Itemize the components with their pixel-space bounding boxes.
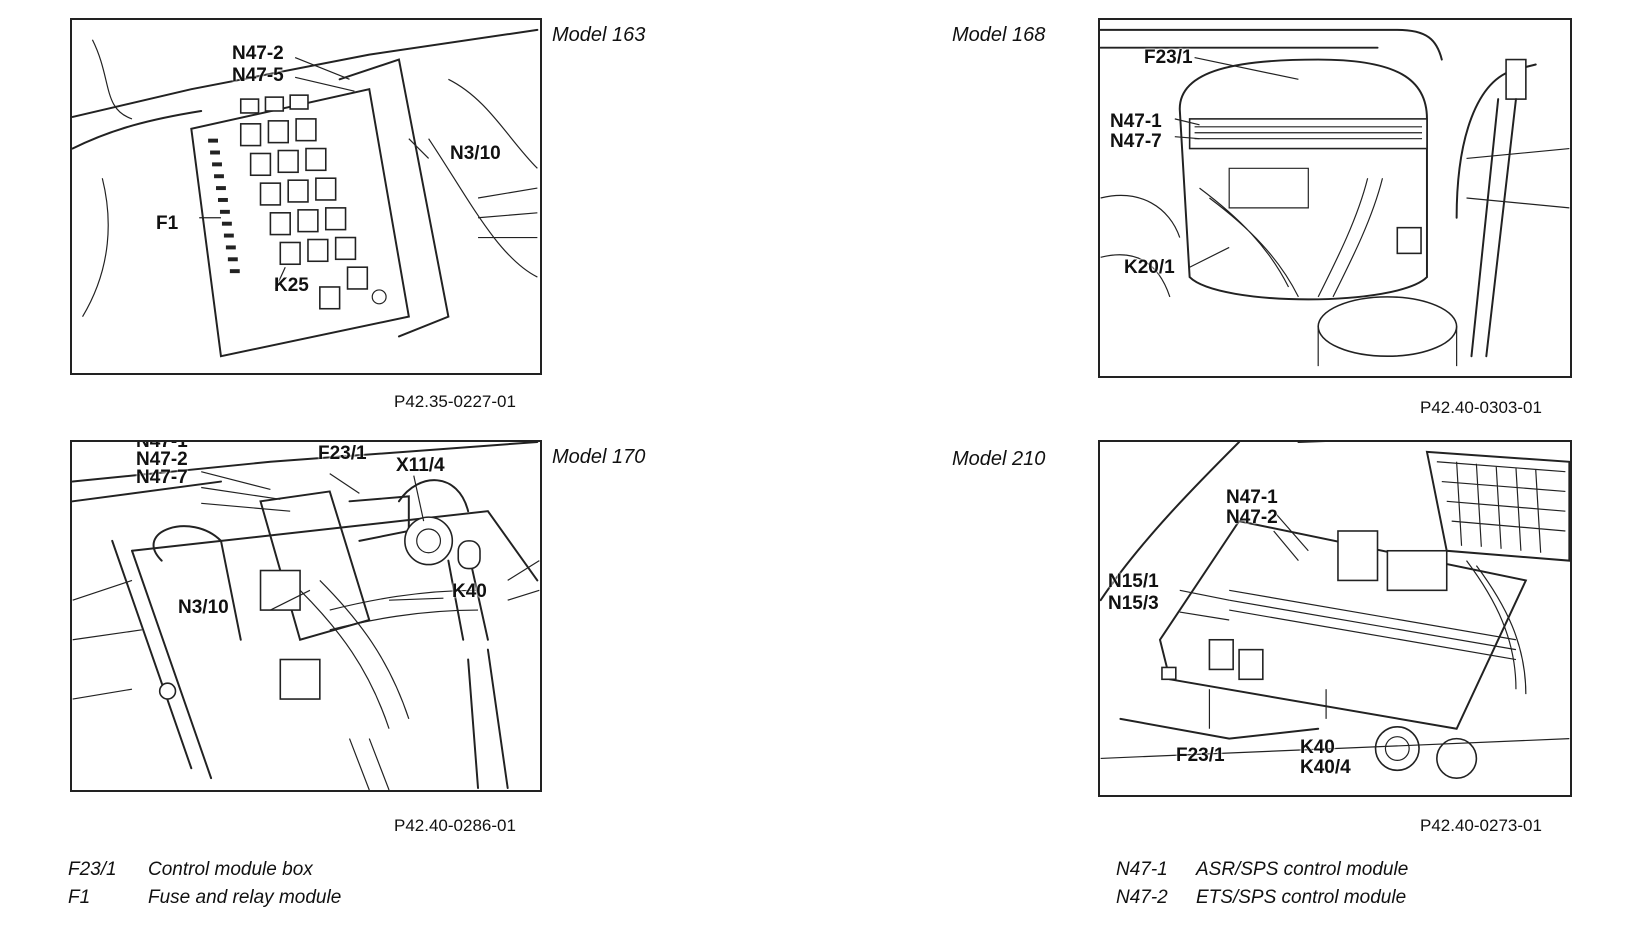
illustration-model-168 [1100, 28, 1570, 367]
callout-k40-4: K40/4 [1300, 757, 1351, 778]
legend-row: N47-1 ASR/SPS control module [1116, 856, 1408, 884]
model-label-163: Model 163 [552, 24, 646, 46]
legend-code: F1 [68, 887, 91, 908]
callout-n47-1: N47-1 [136, 440, 188, 452]
legend-desc: ASR/SPS control module [1196, 859, 1409, 880]
model-label-210: Model 210 [952, 448, 1046, 470]
diagram-model-168: F23/1 N47-1 N47-7 K20/1 [1098, 18, 1572, 378]
legend-row: N47-2 ETS/SPS control module [1116, 884, 1408, 912]
callout-n3-10: N3/10 [178, 597, 229, 618]
illustration-model-163 [72, 28, 539, 358]
figure-ref-170: P42.40-0286-01 [394, 816, 516, 835]
callout-f23-1: F23/1 [318, 443, 367, 464]
callout-f23-1: F23/1 [1176, 745, 1225, 766]
diagram-model-163: N47-2 N47-5 N3/10 F1 K25 [70, 18, 542, 375]
callout-n47-1: N47-1 [1226, 487, 1278, 508]
figure-ref-163: P42.35-0227-01 [394, 392, 516, 411]
callout-n15-1: N15/1 [1108, 571, 1159, 592]
figure-ref-210: P42.40-0273-01 [1420, 816, 1542, 835]
illustration-model-210 [1100, 442, 1570, 779]
figure-ref-168: P42.40-0303-01 [1420, 398, 1542, 417]
legend-code: N47-2 [1116, 887, 1168, 908]
legend-desc: ETS/SPS control module [1196, 887, 1407, 908]
legend-left: F23/1 Control module box F1 Fuse and rel… [68, 856, 341, 912]
callout-f1: F1 [156, 213, 179, 234]
callout-x11-4: X11/4 [396, 455, 445, 476]
callout-n47-7: N47-7 [1110, 131, 1162, 152]
callout-n47-1: N47-1 [1110, 111, 1162, 132]
legend-row: F1 Fuse and relay module [68, 884, 341, 912]
callout-n47-7: N47-7 [136, 467, 188, 488]
callout-n47-2: N47-2 [136, 449, 188, 470]
diagram-model-210: N47-1 N47-2 N15/1 N15/3 F23/1 K40 K40/4 [1098, 440, 1572, 797]
legend-desc: Fuse and relay module [148, 887, 342, 908]
callout-n47-2: N47-2 [1226, 507, 1278, 528]
model-label-168: Model 168 [952, 24, 1046, 46]
diagram-model-170: N47-1 N47-2 N47-7 F23/1 X11/4 N3/10 K40 [70, 440, 542, 792]
callout-k20-1: K20/1 [1124, 257, 1175, 278]
callout-n47-2: N47-2 [232, 43, 284, 64]
callout-n15-3: N15/3 [1108, 593, 1159, 614]
callout-k40: K40 [1300, 737, 1335, 758]
legend-code: N47-1 [1116, 859, 1168, 880]
legend-desc: Control module box [148, 859, 313, 880]
callout-n3-10: N3/10 [450, 143, 501, 164]
callout-k40: K40 [452, 581, 487, 602]
legend-row: F23/1 Control module box [68, 856, 341, 884]
legend-code: F23/1 [68, 859, 117, 880]
model-label-170: Model 170 [552, 446, 646, 468]
legend-right: N47-1 ASR/SPS control module N47-2 ETS/S… [1116, 856, 1408, 912]
illustration-model-170 [72, 442, 540, 790]
callout-k25: K25 [274, 275, 309, 296]
callout-f23-1: F23/1 [1144, 47, 1193, 68]
callout-n47-5: N47-5 [232, 65, 284, 86]
